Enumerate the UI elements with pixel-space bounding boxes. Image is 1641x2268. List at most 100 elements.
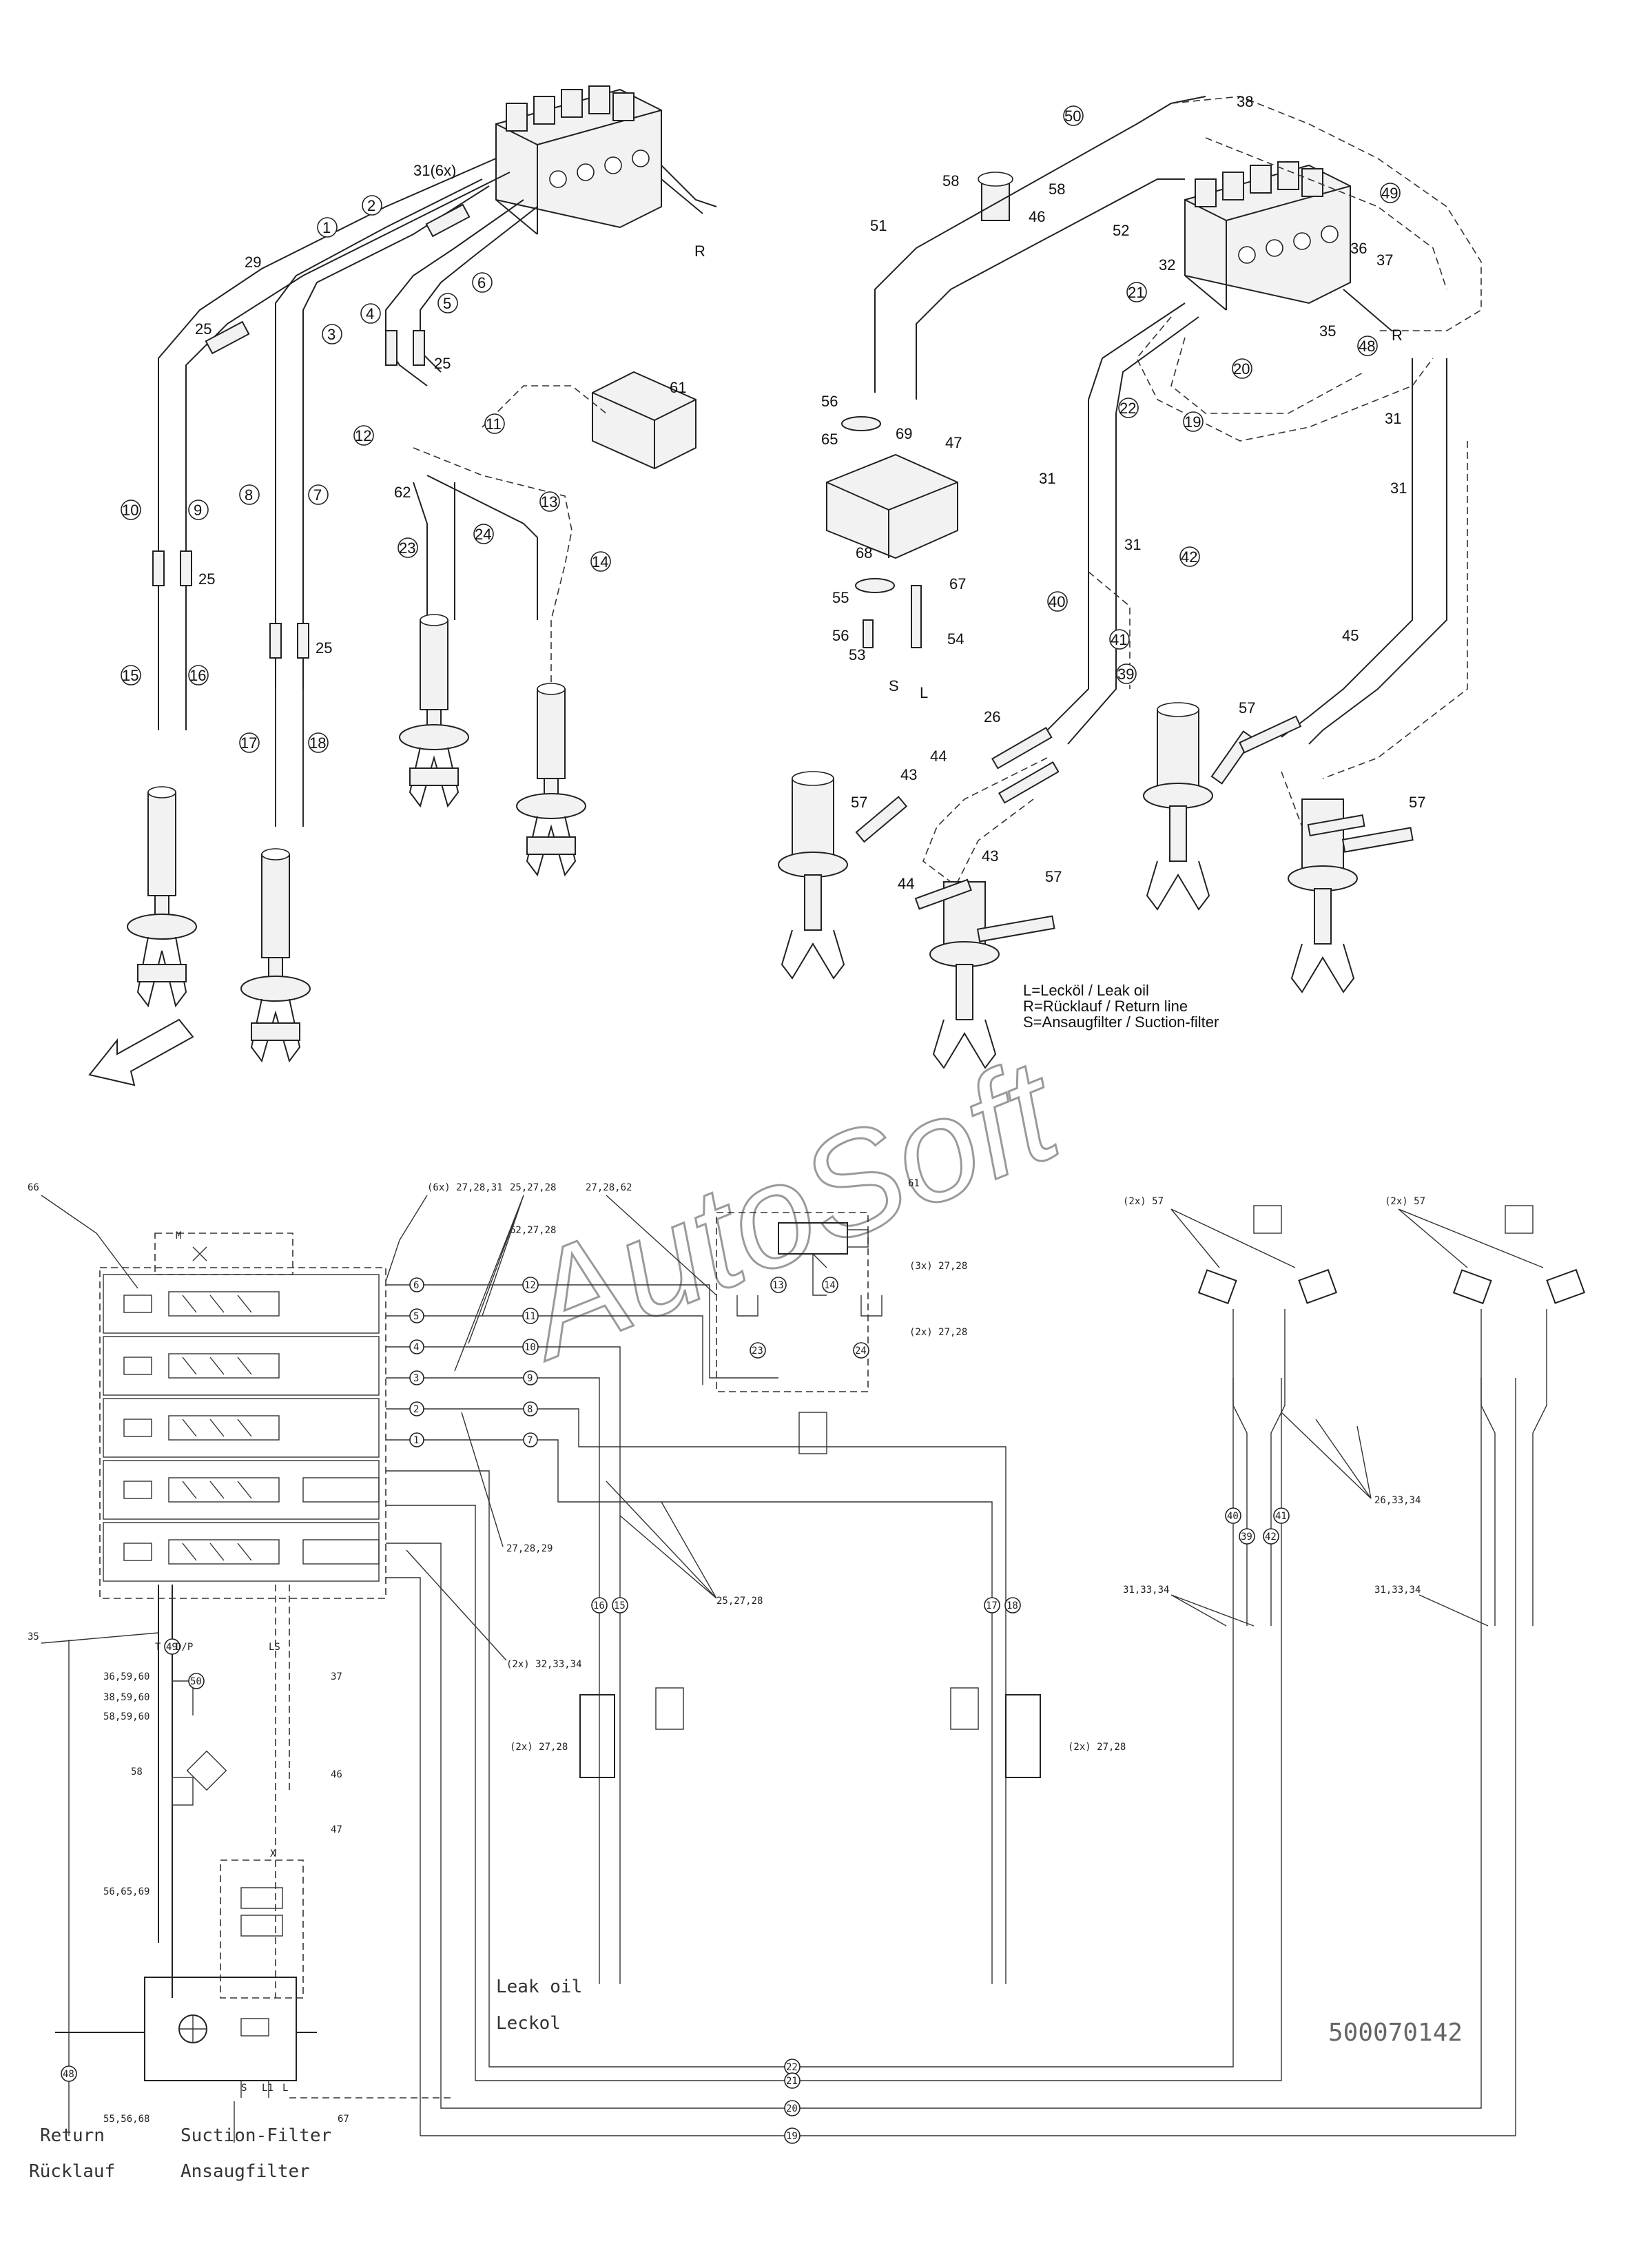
- callout-29: 29: [245, 254, 261, 271]
- callout-6: 6: [477, 274, 486, 291]
- sch-line-24: 24: [855, 1346, 867, 1357]
- right-isometric-assembly: [778, 96, 1482, 1069]
- port-s: S: [241, 2083, 247, 2094]
- callout-54: 54: [947, 630, 964, 648]
- pressure-valve-61: [592, 371, 696, 470]
- watermark-text: AutoSoft: [495, 1027, 1082, 1390]
- callout-31c: 31: [1390, 480, 1407, 497]
- callout-43a: 43: [900, 766, 917, 783]
- sch-line-2: 2: [413, 1404, 419, 1415]
- ref-2x32: (2x) 32,33,34: [506, 1659, 582, 1670]
- bottom-labels: Leak oil Leckol Return Rücklauf Suction-…: [29, 1977, 1463, 2182]
- label-leak-oil: Leak oil: [496, 1977, 582, 1997]
- sch-line-18: 18: [1007, 1600, 1018, 1611]
- ref-46: 46: [331, 1769, 342, 1780]
- ref-6x: (6x) 27,28,31: [427, 1182, 503, 1193]
- ref-2x57a: (2x) 57: [1123, 1196, 1164, 1207]
- callout-7: 7: [313, 486, 322, 504]
- ref-272829: 27,28,29: [506, 1543, 553, 1554]
- cylinder-right-3: [1143, 702, 1213, 911]
- ref-313334a: 31,33,34: [1123, 1585, 1169, 1596]
- legend-return: R=Rücklauf / Return line: [1023, 998, 1188, 1015]
- label-leckol: Leckol: [496, 2013, 561, 2034]
- callout-31-6x: 31(6x): [413, 162, 456, 179]
- sch-line-16: 16: [593, 1600, 605, 1611]
- sch-line-14: 14: [824, 1280, 836, 1291]
- port-x: X: [270, 1848, 276, 1859]
- cylinder-left-1: [127, 786, 197, 1008]
- callout-10: 10: [122, 502, 138, 519]
- left-fittings: [152, 203, 471, 659]
- callout-15: 15: [122, 667, 138, 684]
- schematic-line-circles: 6 5 4 3 2 1 12 11 10 9 8 7 13 14 23 24 1…: [61, 1277, 1290, 2144]
- callout-21: 21: [1128, 284, 1144, 301]
- ref-35: 35: [28, 1631, 39, 1642]
- work-lines: [386, 1284, 1516, 2136]
- ref-58b: 58: [131, 1766, 143, 1777]
- port-dp: D/P: [176, 1642, 193, 1653]
- schematic-reference-labels: 66 (6x) 27,28,31 25,27,28 27,28,62 62,27…: [28, 1178, 1425, 2125]
- callout-12: 12: [355, 427, 371, 444]
- sch-line-4: 4: [413, 1342, 419, 1353]
- callout-13: 13: [541, 493, 557, 511]
- port-label-l: L: [920, 684, 928, 701]
- callout-45: 45: [1342, 627, 1359, 644]
- callout-57a: 57: [1239, 699, 1255, 717]
- callout-49: 49: [1381, 185, 1398, 202]
- port-m: M: [176, 1230, 181, 1241]
- sch-line-5: 5: [413, 1311, 419, 1322]
- callout-20: 20: [1233, 360, 1250, 378]
- left-control-valve: [495, 85, 662, 235]
- callout-38: 38: [1237, 93, 1253, 110]
- callout-14: 14: [592, 553, 608, 570]
- sch-line-19: 19: [786, 2131, 798, 2142]
- ref-25: 25,27,28: [510, 1182, 556, 1193]
- label-suction-filter: Suction-Filter: [180, 2125, 331, 2146]
- callout-17: 17: [240, 734, 257, 752]
- ref-2x: (2x) 27,28: [909, 1327, 967, 1338]
- callout-3: 3: [327, 326, 336, 343]
- cylinder-right-1: [778, 771, 848, 980]
- ref-263334: 26,33,34: [1374, 1495, 1421, 1506]
- sch-line-20: 20: [786, 2103, 798, 2114]
- cylinder-right-2: [929, 881, 1000, 1069]
- callout-55: 55: [832, 589, 849, 606]
- cylinder-left-2: [240, 848, 311, 1063]
- sch-line-40: 40: [1227, 1511, 1239, 1522]
- callout-22: 22: [1119, 400, 1136, 417]
- ref-3x: (3x) 27,28: [909, 1261, 967, 1272]
- ref-37: 37: [331, 1671, 342, 1682]
- callout-2: 2: [367, 197, 375, 214]
- ref-56: 56,65,69: [103, 1886, 149, 1897]
- direction-arrow: [88, 1018, 194, 1086]
- hydraulic-schematic: 6 5 4 3 2 1 12 11 10 9 8 7 13 14 23 24 1…: [28, 1178, 1586, 2144]
- callout-68: 68: [856, 544, 872, 561]
- sch-line-8: 8: [527, 1404, 533, 1415]
- callout-51: 51: [870, 217, 887, 234]
- callout-50: 50: [1064, 107, 1081, 125]
- sch-line-22: 22: [786, 2062, 798, 2073]
- callout-8: 8: [245, 486, 253, 504]
- legend-suction: S=Ansaugfilter / Suction-filter: [1023, 1013, 1219, 1031]
- sch-line-3: 3: [413, 1373, 419, 1384]
- callout-57b: 57: [851, 794, 867, 811]
- callout-31a: 31: [1385, 410, 1401, 427]
- sch-line-50: 50: [190, 1676, 202, 1687]
- callout-56b: 56: [832, 627, 849, 644]
- port-l1: L1: [262, 2083, 274, 2094]
- sch-line-13: 13: [772, 1280, 784, 1291]
- callout-46: 46: [1029, 208, 1045, 225]
- callout-9: 9: [194, 502, 202, 519]
- ref-313334b: 31,33,34: [1374, 1585, 1421, 1596]
- callout-61: 61: [670, 379, 686, 396]
- callout-44a: 44: [930, 748, 947, 765]
- port-label-r-right: R: [1392, 327, 1403, 344]
- callout-65: 65: [821, 431, 838, 448]
- callout-39: 39: [1117, 666, 1134, 683]
- sch-line-15: 15: [614, 1600, 626, 1611]
- callout-43b: 43: [982, 847, 998, 865]
- valve-bank-outline: [99, 1267, 386, 1599]
- ref-272862: 27,28,62: [586, 1182, 632, 1193]
- callout-25b: 25: [434, 355, 451, 372]
